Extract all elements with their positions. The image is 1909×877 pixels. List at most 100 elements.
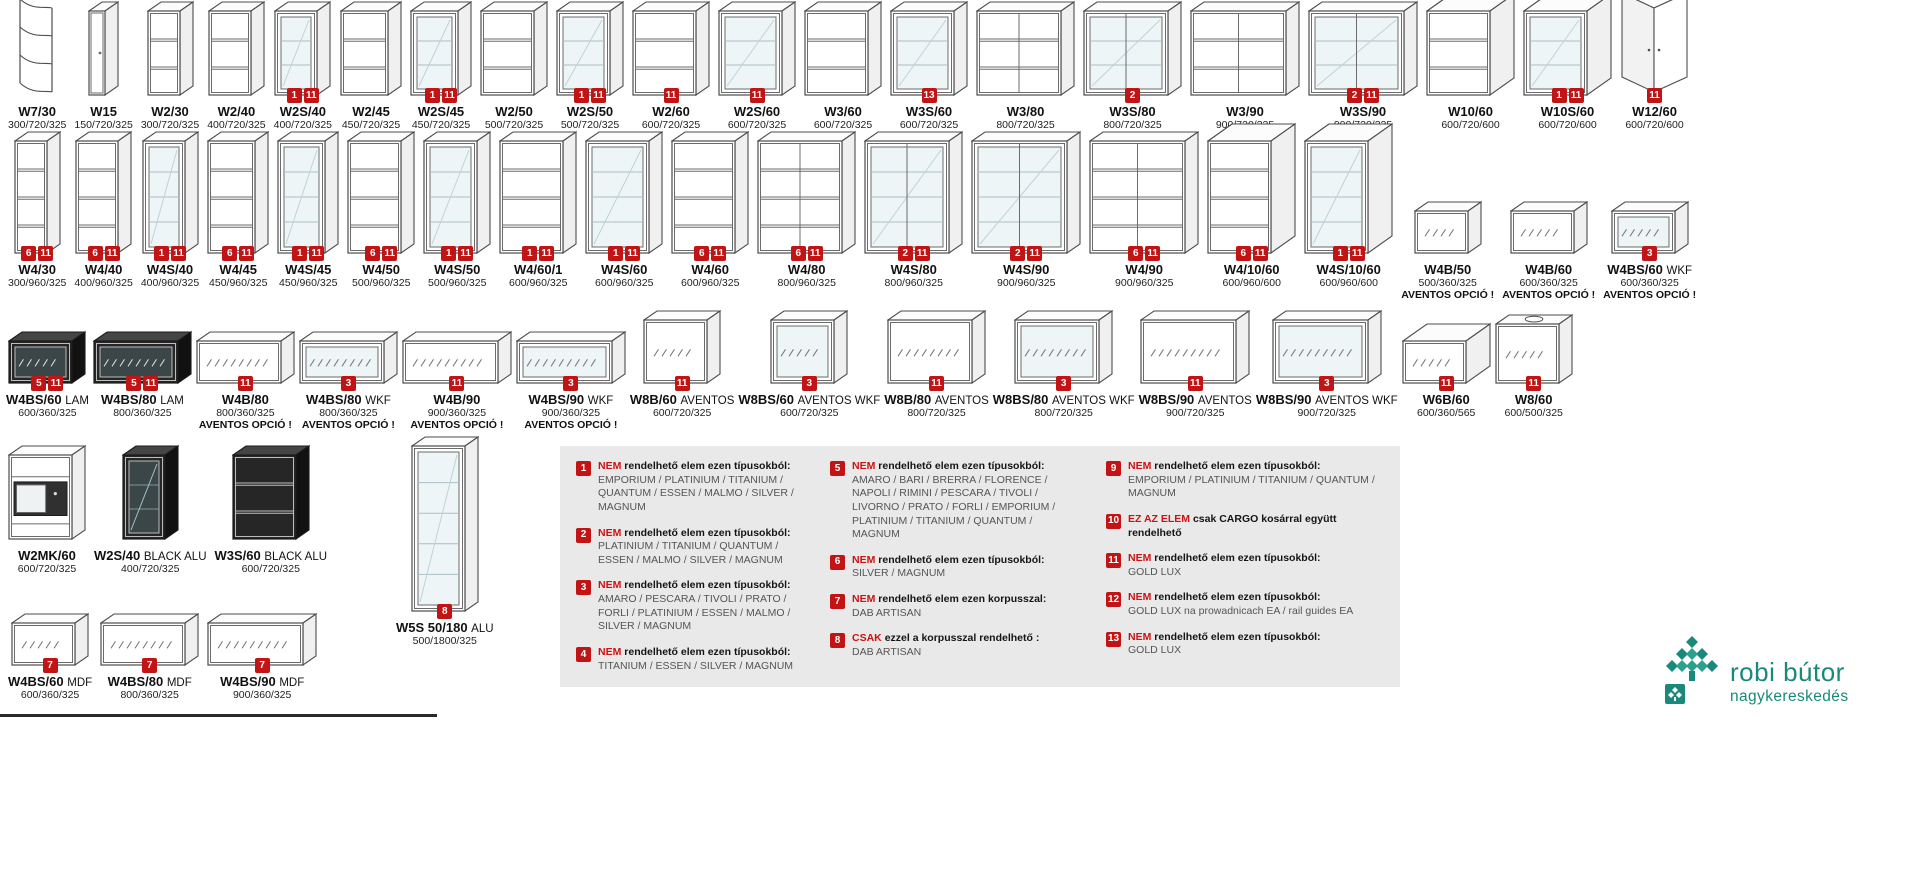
restriction-badge-1: 1 [522,246,538,261]
logo-company-name: robi bútor [1730,657,1845,687]
cabinet-w4bs-60-wkf-suffix: WKF [1666,265,1693,277]
cabinet-w2s-50-dims: 500/720/325 [560,119,620,131]
cabinet-w4b-60-note: AVENTOS OPCIÓ ! [1502,289,1596,301]
cabinet-w3-60-dims: 600/720/325 [813,119,873,131]
legend-entry-5-text: NEM rendelhető elem ezen típusokból:AMAR… [852,460,1082,542]
cabinet-w8bs-80-aventos-wkf-suffix: AVENTOS WKF [1052,395,1135,407]
legend-entry-13-lead: NEM [1128,630,1152,643]
cabinet-w4b-90-badges: 11 [449,376,465,391]
restriction-badge-11: 11 [663,88,679,103]
cabinet-w8bs-80-aventos-wkf-code: W8BS/80 AVENTOS WKF [992,392,1135,407]
cabinet-w3s-60-drawing [890,1,969,96]
cabinet-w5s-50-180-alu-drawing [410,436,479,612]
cabinet-w2s-50-drawing [556,1,625,96]
cabinet-w4bs-60-wkf-note: AVENTOS OPCIÓ ! [1603,289,1697,301]
legend-entry-7-detail: DAB ARTISAN [852,606,922,619]
cabinet-w3s-60-dims: 600/720/325 [899,119,959,131]
restriction-badge-6: 6 [365,246,381,261]
cabinet-w4b-80-dims: 800/360/325 [216,407,275,419]
restriction-badge-11: 11 [591,88,607,103]
cabinet-w4-10-60-drawing [1207,123,1297,254]
cabinet-w2s-40-black-alu-drawing [121,445,179,540]
cabinet-w2s-40-drawing [274,1,332,96]
cabinet-w6b-60-code: W6B/60 [1422,392,1470,407]
restriction-badge-6: 6 [1235,246,1251,261]
cabinet-w8b-80-aventos-suffix: AVENTOS [934,395,989,407]
legend-entry-10-lead: EZ AZ ELEM [1128,512,1191,525]
cabinet-w4s-10-60-drawing [1304,123,1394,254]
cabinet-w4bs-60-wkf-code: W4BS/60 WKF [1607,262,1693,277]
cabinet-w6b-60-dims: 600/360/565 [1417,407,1476,419]
restriction-badge-7: 7 [42,658,58,673]
cabinet-w8bs-80-aventos-wkf-drawing [1014,310,1114,384]
cabinet-w3s-80-drawing [1083,1,1183,96]
cabinet-w10s-60-dims: 600/720/600 [1538,119,1597,131]
legend-number-badge-2: 2 [576,527,591,543]
divider [0,714,437,717]
legend-entry-5-detail: AMARO / BARI / BRERRA / FLORENCE / NAPOL… [852,473,1056,541]
cabinet-w4-10-60-code: W4/10/60 [1223,262,1280,277]
cabinet-w2-60-drawing [632,1,711,96]
cabinet-w4b-90-dims: 900/360/325 [427,407,487,419]
cabinet-w4bs-60-lam-dims: 600/360/325 [18,407,77,419]
cabinet-w10-60-code: W10/60 [1448,104,1493,119]
cabinet-w6b-60-drawing [1401,323,1491,384]
legend-entry-10-text: EZ AZ ELEM csak CARGO kosárral együtt re… [1128,513,1378,540]
cabinet-w4bs-90-mdf-code: W4BS/90 MDF [220,674,305,689]
cabinet-w3s-60-black-alu-drawing [231,445,310,540]
restriction-badge-11: 11 [458,246,474,261]
legend-entry-2-detail: PLATINIUM / TITANIUM / QUANTUM / ESSEN /… [598,540,783,566]
legend-entry-12-rule: rendelhető elem ezen típusokból: [1154,591,1321,604]
cabinet-w4bs-90-mdf-suffix: MDF [279,677,305,689]
restriction-badge-6: 6 [1128,246,1144,261]
cabinet-w2s-45-code: W2S/45 [417,104,465,119]
cabinet-w4s-10-60-dims: 600/960/600 [1319,277,1378,289]
cabinet-w4s-60-dims: 600/960/325 [595,277,654,289]
legend-entry-4-rule: rendelhető elem ezen típusokból: [624,646,791,659]
cabinet-w3s-90-drawing [1308,1,1419,96]
cabinet-w4b-80-note: AVENTOS OPCIÓ ! [198,419,292,431]
cabinet-w4s-80-dims: 800/960/325 [884,277,943,289]
cabinet-w8-60-badges: 11 [1526,376,1542,391]
legend-number-badge-6: 6 [830,554,845,570]
cabinet-w4bs-80-lam-code: W4BS/80 LAM [100,392,184,407]
legend-number-badge-12: 12 [1106,592,1121,608]
cabinet-w4-10-60-dims: 600/960/600 [1222,277,1281,289]
legend-entry-10-rule: csak CARGO kosárral együtt rendelhető [1128,512,1337,539]
cabinet-w4s-45-drawing [277,131,340,254]
cabinet-w7-30-drawing [18,0,56,96]
cabinet-w2-50-code: W2/50 [495,104,533,119]
cabinet-w8bs-90-aventos-badges: 11 [1187,376,1203,391]
cabinet-w4bs-80-mdf-suffix: MDF [166,677,192,689]
restriction-badge-11: 11 [48,376,64,391]
cabinet-w4s-40-drawing [141,131,199,254]
legend-entry-11-detail: GOLD LUX [1128,565,1182,578]
legend-entry-8-lead: CSAK [852,632,882,645]
cabinet-w4s-50-code: W4S/50 [434,262,481,277]
cabinet-w4b-50-note: AVENTOS OPCIÓ ! [1401,289,1495,301]
cabinet-w2-60-dims: 600/720/325 [641,119,701,131]
restriction-badge-11: 11 [1364,88,1380,103]
cabinet-w2-60-code: W2/60 [652,104,690,119]
legend-entry-5-lead: NEM [852,460,876,472]
